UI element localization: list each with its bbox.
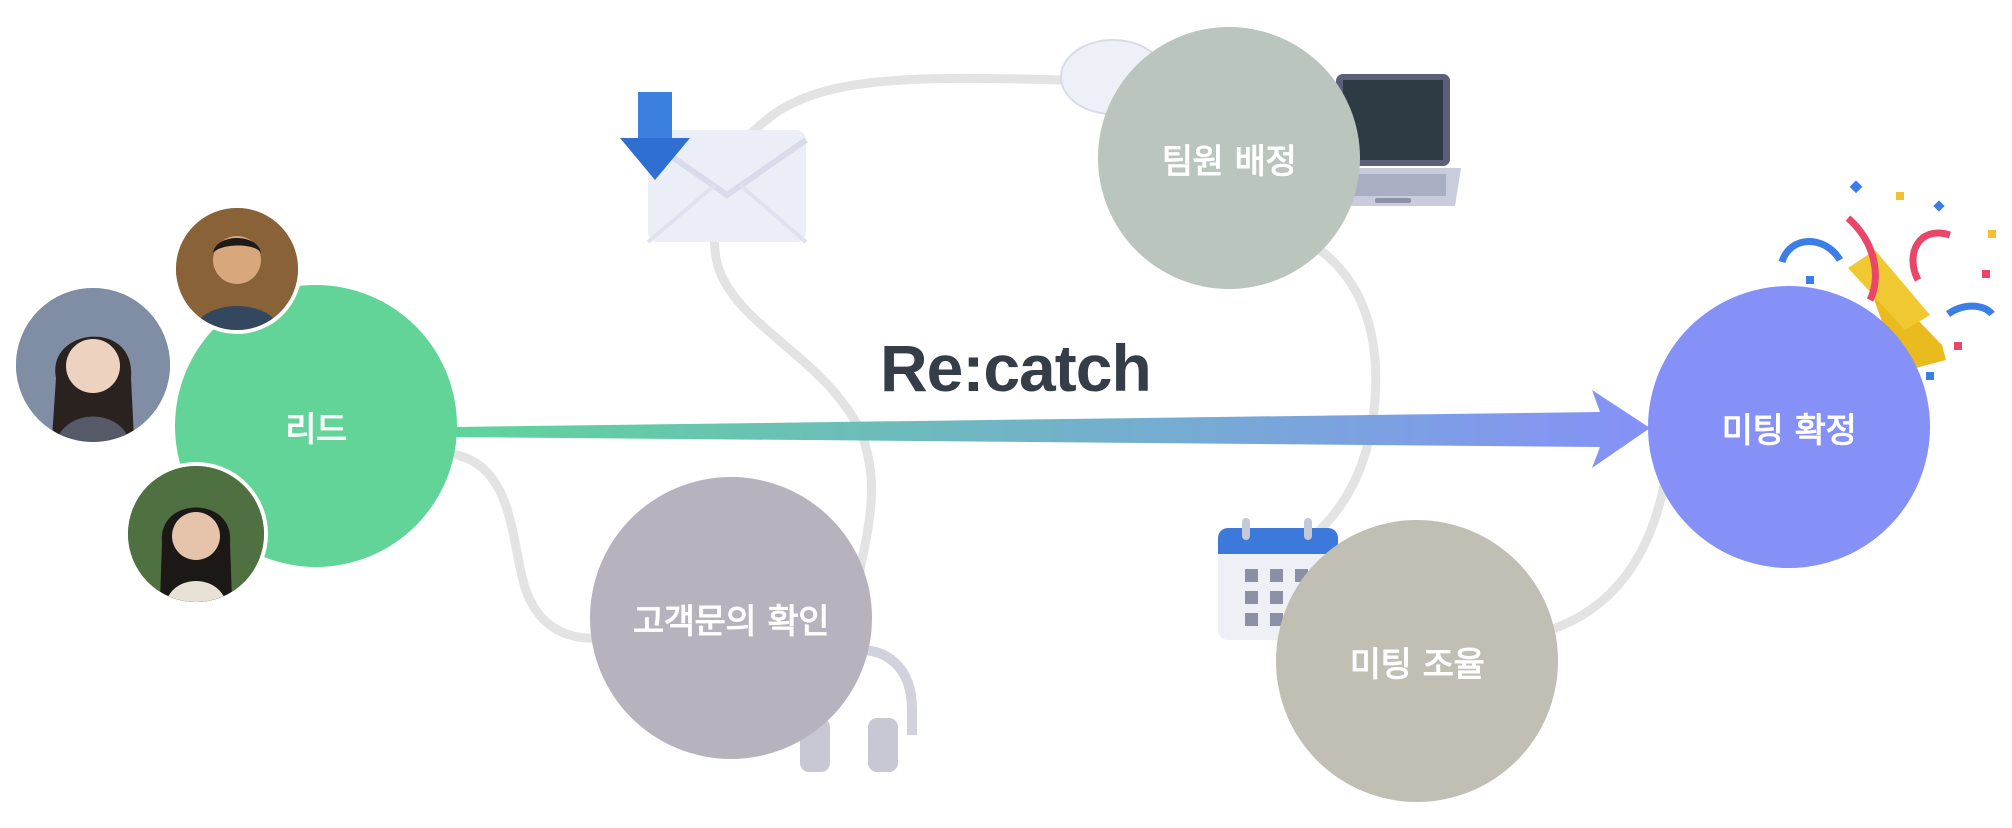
node-meeting-confirmed-label: 미팅 확정 (1721, 410, 1857, 451)
node-inquiry-check: 고객문의 확인 (590, 477, 872, 759)
node-assign-member: 팀원 배정 (1098, 27, 1360, 289)
flow-path (452, 73, 1670, 643)
envelope-download-icon (620, 92, 808, 244)
avatar-person-2 (12, 284, 174, 446)
node-inquiry-check-label: 고객문의 확인 (632, 601, 830, 642)
avatar-person-1 (172, 204, 302, 334)
node-assign-member-label: 팀원 배정 (1161, 141, 1297, 182)
main-flow-arrow (455, 390, 1650, 468)
avatar-person-3 (124, 462, 268, 606)
laptop-icon (1325, 74, 1461, 206)
node-meeting-coordination-label: 미팅 조율 (1349, 644, 1485, 685)
node-meeting-coordination: 미팅 조율 (1276, 520, 1558, 802)
node-lead-label: 리드 (285, 409, 347, 450)
node-meeting-confirmed: 미팅 확정 (1648, 286, 1930, 568)
brand-name: Re:catch (880, 331, 1152, 405)
